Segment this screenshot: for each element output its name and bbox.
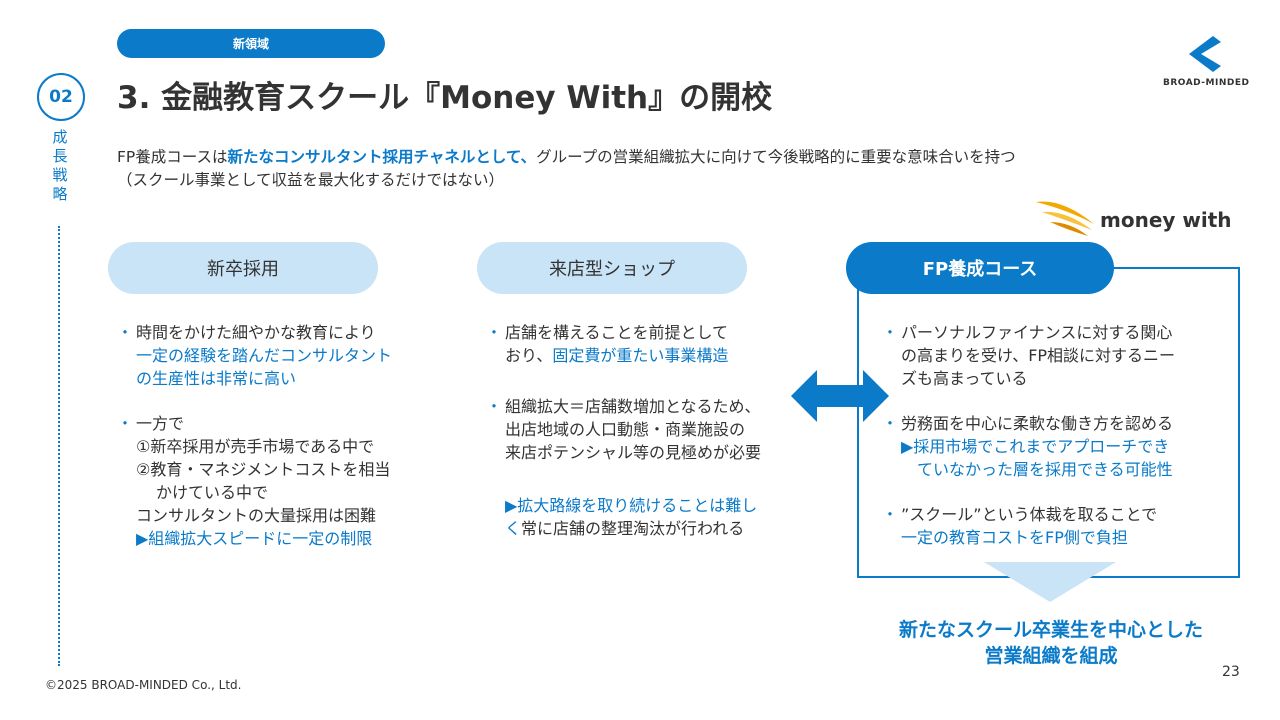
col1-b1-line2: 一定の経験を踏んだコンサルタント xyxy=(136,346,393,365)
col1-bullet-1: 時間をかけた細やかな教育により 一定の経験を踏んだコンサルタント の生産性は非常… xyxy=(117,321,452,390)
conclusion-text: 新たなスクール卒業生を中心とした 営業組織を組成 xyxy=(868,617,1234,669)
section-label: 成長戦略 xyxy=(52,128,68,203)
copyright: ©2025 BROAD-MINDED Co., Ltd. xyxy=(45,678,242,692)
col2-header: 来店型ショップ xyxy=(477,242,747,294)
category-tag: 新領域 xyxy=(117,29,385,58)
side-divider xyxy=(58,226,60,666)
company-logo: BROAD-MINDED xyxy=(1163,36,1250,88)
col3-b1-line3: ズも高まっている xyxy=(901,369,1028,388)
col1-b1-line3: の生産性は非常に高い xyxy=(136,369,297,388)
col1-content: 時間をかけた細やかな教育により 一定の経験を踏んだコンサルタント の生産性は非常… xyxy=(117,321,452,572)
col2-title: 来店型ショップ xyxy=(549,259,675,280)
intro-text: FP養成コースは新たなコンサルタント採用チャネルとして、グループの営業組織拡大に… xyxy=(117,146,1016,192)
col3-header: FP養成コース xyxy=(846,242,1114,294)
conclusion-line2: 営業組織を組成 xyxy=(984,645,1118,667)
col1-b2-line5: コンサルタントの大量採用は困難 xyxy=(136,506,377,525)
col2-b2-line3: 来店ポテンシャル等の見極めが必要 xyxy=(505,443,762,462)
col1-title: 新卒採用 xyxy=(207,259,279,280)
col3-b2-line2: ▶採用市場でこれまでアプローチでき xyxy=(901,437,1170,456)
col3-b3-line2: 一定の教育コストをFP側で負担 xyxy=(901,528,1128,547)
col2-b3-line1: ▶拡大路線を取り続けることは難し xyxy=(505,496,758,515)
col3-content: パーソナルファイナンスに対する関心 の高まりを受け、FP相談に対するニー ズも高… xyxy=(882,321,1232,571)
col3-bullet-3: ”スクール”という体裁を取ることで 一定の教育コストをFP側で負担 xyxy=(882,503,1232,549)
broad-minded-logo-icon xyxy=(1189,36,1221,72)
intro-post: グループの営業組織拡大に向けて今後戦略的に重要な意味合いを持つ xyxy=(536,148,1016,166)
col2-b1-line1: 店舗を構えることを前提として xyxy=(505,323,729,342)
col1-b2-line1: 一方で xyxy=(136,414,185,433)
col2-bullet-2: 組織拡大＝店舗数増加となるため、 出店地域の人口動態・商業施設の 来店ポテンシャ… xyxy=(486,395,821,464)
intro-highlight: 新たなコンサルタント採用チャネルとして、 xyxy=(227,148,537,166)
col1-b2-line6: ▶組織拡大スピードに一定の制限 xyxy=(136,529,373,548)
category-tag-label: 新領域 xyxy=(232,37,269,51)
col1-b2-line2: ①新卒採用が売手市場である中で xyxy=(136,437,375,456)
col3-b1-line1: パーソナルファイナンスに対する関心 xyxy=(901,323,1173,342)
col3-b3-line1: ”スクール”という体裁を取ることで xyxy=(901,505,1158,524)
col3-bullet-2: 労務面を中心に柔軟な働き方を認める ▶採用市場でこれまでアプローチでき ていなか… xyxy=(882,412,1232,481)
col3-b2-line3: ていなかった層を採用できる可能性 xyxy=(917,460,1173,479)
page-title: 3. 金融教育スクール『Money With』の開校 xyxy=(117,80,773,116)
col2-content: 店舗を構えることを前提として おり、固定費が重たい事業構造 組織拡大＝店舗数増加… xyxy=(486,321,821,540)
col3-title: FP養成コース xyxy=(922,259,1038,280)
col2-b2-line2: 出店地域の人口動態・商業施設の xyxy=(505,420,746,439)
section-number: 02 xyxy=(37,73,85,121)
page-number: 23 xyxy=(1222,664,1240,680)
col1-b1-line1: 時間をかけた細やかな教育により xyxy=(136,323,376,342)
conclusion-line1: 新たなスクール卒業生を中心とした xyxy=(898,619,1203,641)
col3-b1-line2: の高まりを受け、FP相談に対するニー xyxy=(901,346,1176,365)
col1-b2-line3: ②教育・マネジメントコストを相当 xyxy=(136,460,391,479)
intro-line2: （スクール事業として収益を最大化するだけではない） xyxy=(117,171,505,189)
col1-b2-line4: かけている中で xyxy=(156,483,269,502)
col3-bullet-1: パーソナルファイナンスに対する関心 の高まりを受け、FP相談に対するニー ズも高… xyxy=(882,321,1232,390)
col1-header: 新卒採用 xyxy=(108,242,378,294)
double-arrow-icon xyxy=(791,370,889,422)
money-with-swoosh-icon xyxy=(1036,201,1094,236)
col2-bullet-1: 店舗を構えることを前提として おり、固定費が重たい事業構造 xyxy=(486,321,821,367)
money-with-logo: money with xyxy=(1032,194,1232,244)
col2-b1-line2b: 固定費が重たい事業構造 xyxy=(552,346,729,365)
down-arrow-icon xyxy=(984,562,1116,602)
col3-b2-line1: 労務面を中心に柔軟な働き方を認める xyxy=(901,414,1174,433)
company-logo-text: BROAD-MINDED xyxy=(1163,78,1250,88)
col1-bullet-2: 一方で ①新卒採用が売手市場である中で ②教育・マネジメントコストを相当 かけて… xyxy=(117,412,452,550)
col2-b3-line2a: く xyxy=(505,519,522,538)
money-with-logo-text: money with xyxy=(1100,208,1232,232)
col2-b2-line1: 組織拡大＝店舗数増加となるため、 xyxy=(505,397,761,416)
col2-b3-line2b: 常に店舗の整理淘汰が行われる xyxy=(521,519,745,538)
col2-conclusion: ▶拡大路線を取り続けることは難し く常に店舗の整理淘汰が行われる xyxy=(491,494,821,540)
intro-pre: FP養成コースは xyxy=(117,148,228,166)
col2-b1-line2a: おり、 xyxy=(505,346,553,365)
